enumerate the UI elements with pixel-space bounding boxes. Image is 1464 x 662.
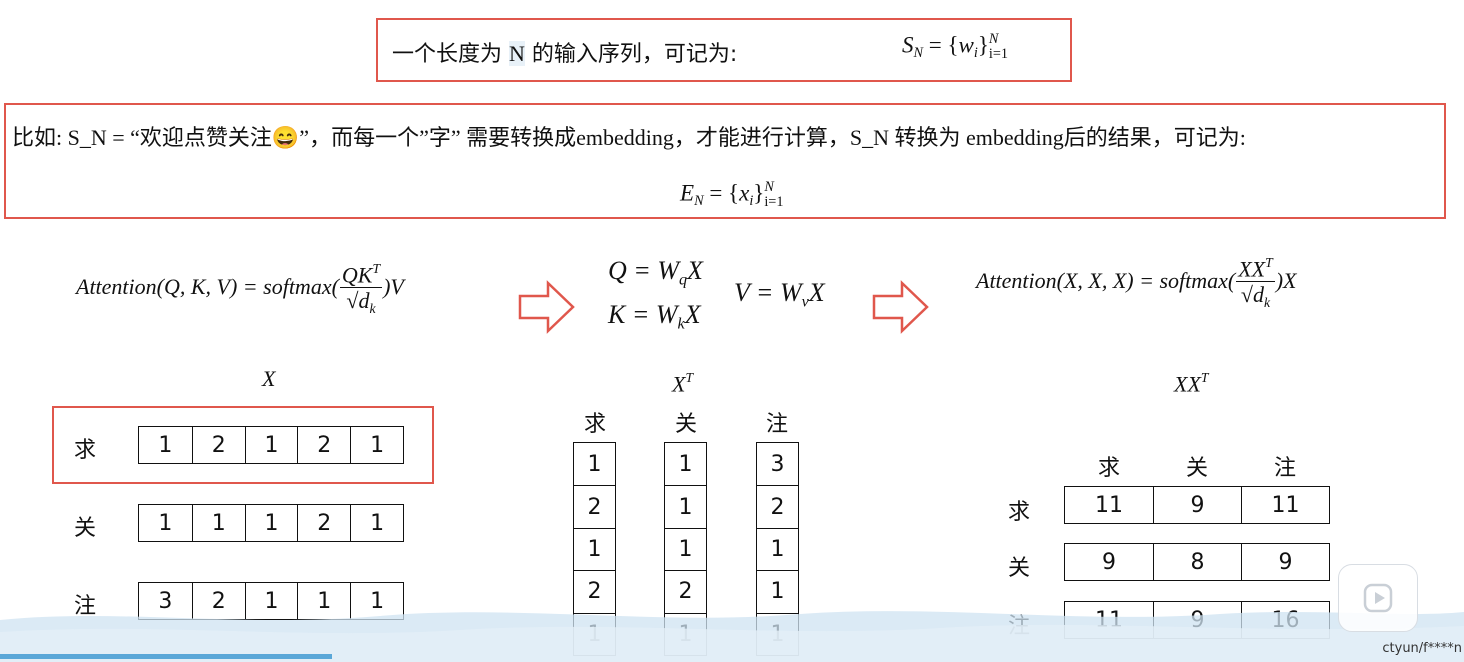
matrix-cell: 1: [244, 505, 298, 541]
matrix-cell: 2: [574, 485, 615, 527]
v-formula: V = WvX: [734, 278, 825, 311]
sequence-definition-box: [376, 18, 1072, 82]
matrix-xxt-row: 11 9 16: [1064, 601, 1330, 639]
embedding-example-box: [4, 103, 1446, 219]
matrix-cell: 16: [1241, 602, 1329, 638]
column-label: 注: [1274, 456, 1297, 481]
matrix-cell: 2: [191, 583, 245, 619]
matrix-cell: 2: [297, 427, 350, 463]
matrix-cell: 9: [1102, 549, 1116, 575]
matrix-x-title: X: [262, 366, 276, 391]
matrix-cell: 2: [191, 427, 245, 463]
matrix-xxt-title: XXT: [1174, 370, 1209, 397]
matrix-cell: 1: [350, 505, 403, 541]
k-formula: K = WkX: [608, 300, 701, 333]
column-label: 关: [675, 412, 698, 437]
matrix-cell: 1: [757, 527, 798, 570]
matrix-cell: 1: [244, 427, 298, 463]
video-progress-bar[interactable]: [0, 654, 332, 659]
highlight-row-box: [52, 406, 434, 484]
matrix-cell: 1: [574, 527, 615, 570]
matrix-cell: 1: [665, 485, 706, 527]
matrix-cell: 1: [297, 583, 350, 619]
matrix-cell: 1: [665, 527, 706, 570]
right-arrow-icon: [518, 280, 575, 334]
row-label: 关: [1008, 556, 1031, 581]
matrix-cell: 1: [158, 432, 173, 458]
column-label: 求: [1098, 456, 1121, 481]
attention-formula: Attention(Q, K, V) = softmax(QKT√dk)V: [76, 261, 404, 316]
matrix-x-row: 3 2 1 1 1: [138, 582, 404, 620]
matrix-xt-column: 1 1 1 2 1: [664, 442, 707, 656]
matrix-cell: 1: [191, 505, 245, 541]
matrix-cell: 11: [1095, 607, 1123, 633]
matrix-cell: 9: [1153, 487, 1241, 523]
matrix-cell: 2: [665, 570, 706, 612]
row-label: 求: [74, 438, 97, 463]
matrix-cell: 1: [587, 451, 602, 477]
right-arrow-icon: [872, 280, 929, 334]
matrix-cell: 3: [770, 451, 785, 477]
q-formula: Q = WqX: [608, 256, 703, 289]
matrix-xt-column: 3 2 1 1 1: [756, 442, 799, 656]
matrix-cell: 11: [1241, 487, 1329, 523]
matrix-cell: 1: [158, 510, 173, 536]
row-label: 关: [74, 516, 97, 541]
column-label: 关: [1186, 456, 1209, 481]
matrix-cell: 1: [757, 612, 798, 655]
row-label: 求: [1008, 500, 1031, 525]
matrix-cell: 3: [158, 588, 173, 614]
watermark: ctyun/f****n: [1382, 641, 1462, 656]
matrix-cell: 1: [350, 427, 403, 463]
highlighted-n: N: [509, 41, 525, 66]
matrix-xt-column: 1 2 1 2 1: [573, 442, 616, 656]
column-label: 注: [766, 412, 789, 437]
matrix-cell: 9: [1241, 544, 1329, 580]
matrix-x-row: 1 1 1 2 1: [138, 504, 404, 542]
matrix-xxt-row: 9 8 9: [1064, 543, 1330, 581]
matrix-cell: 1: [574, 612, 615, 655]
self-attention-formula: Attention(X, X, X) = softmax(XXT√dk)X: [976, 255, 1297, 310]
matrix-x-row: 1 2 1 2 1: [138, 426, 404, 464]
row-label: 注: [74, 594, 97, 619]
column-label: 求: [584, 412, 607, 437]
play-icon: [1363, 583, 1393, 613]
matrix-cell: 2: [574, 570, 615, 612]
matrix-cell: 1: [665, 612, 706, 655]
matrix-cell: 1: [678, 451, 693, 477]
matrix-xt-title: XT: [672, 370, 694, 397]
embedding-example-text: 比如: S_N = “欢迎点赞关注😄”，而每一个”字” 需要转换成embeddi…: [12, 125, 1246, 150]
matrix-cell: 11: [1095, 492, 1123, 518]
matrix-cell: 1: [244, 583, 298, 619]
play-button[interactable]: [1338, 564, 1418, 632]
matrix-cell: 2: [297, 505, 350, 541]
row-label: 注: [1008, 614, 1031, 639]
matrix-xxt-row: 11 9 11: [1064, 486, 1330, 524]
matrix-cell: 1: [350, 583, 403, 619]
matrix-cell: 2: [757, 485, 798, 527]
sequence-definition-text: 一个长度为 N 的输入序列，可记为:: [392, 41, 738, 67]
matrix-cell: 1: [757, 570, 798, 612]
matrix-cell: 9: [1153, 602, 1241, 638]
matrix-cell: 8: [1153, 544, 1241, 580]
